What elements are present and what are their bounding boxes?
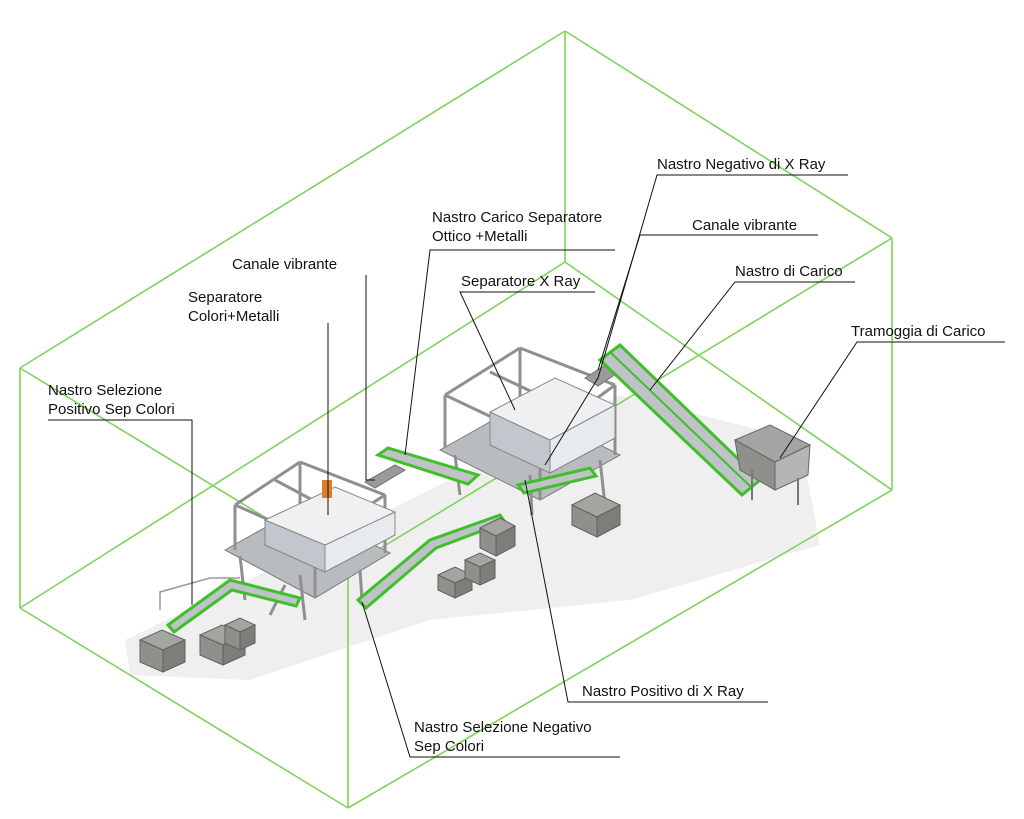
belt-carico-separatore xyxy=(374,446,481,486)
label-line: Separatore X Ray xyxy=(461,273,581,290)
label-canale-vibrante-right: Canale vibrante xyxy=(692,216,797,235)
collection-bins xyxy=(138,492,622,673)
label-nastro-positivo-xray: Nastro Positivo di X Ray xyxy=(582,682,744,701)
label-line: Canale vibrante xyxy=(232,256,338,273)
leader-nastro-di-carico xyxy=(649,281,855,391)
label-line: Canale vibrante xyxy=(692,217,798,234)
leader-nastro-sel-positivo xyxy=(48,419,193,605)
label-line: Separatore xyxy=(188,289,263,306)
enclosure-box xyxy=(19,30,893,809)
leader-nastro-carico-sep xyxy=(404,249,615,456)
bin xyxy=(198,624,247,666)
leader-canale-vibrante-right xyxy=(597,234,818,371)
label-nastro-selezione-negativo: Nastro Selezione Negativo Sep Colori xyxy=(414,718,592,756)
leader-nastro-sel-negativo xyxy=(361,601,620,758)
bin xyxy=(463,552,497,586)
label-tramoggia: Tramoggia di Carico xyxy=(851,322,986,341)
leader-lines xyxy=(48,174,1005,758)
leader-canale-vibrante-left xyxy=(365,275,375,481)
belt-selezione-positivo xyxy=(159,577,303,635)
bin xyxy=(138,629,187,673)
bin xyxy=(478,517,517,557)
floor-shadow xyxy=(125,395,820,680)
label-line: Ottico +Metalli xyxy=(432,228,528,245)
leader-tramoggia xyxy=(779,341,1005,459)
label-line: Positivo Sep Colori xyxy=(48,401,175,418)
label-canale-vibrante-left: Canale vibrante xyxy=(232,255,337,274)
bin xyxy=(436,566,474,599)
belt-negativo-xray xyxy=(515,466,599,495)
tramoggia-hopper xyxy=(733,424,812,505)
label-line: Nastro Carico Separatore xyxy=(432,209,603,226)
label-line: Tramoggia di Carico xyxy=(851,323,986,340)
label-separatore-xray: Separatore X Ray xyxy=(461,272,580,291)
label-line: Sep Colori xyxy=(414,738,485,755)
label-line: Nastro di Carico xyxy=(735,263,843,280)
label-line: Nastro Negativo di X Ray xyxy=(657,156,826,173)
label-nastro-carico-separatore: Nastro Carico Separatore Ottico +Metalli xyxy=(432,208,602,246)
label-line: Colori+Metalli xyxy=(188,308,280,325)
leader-separatore-xray xyxy=(459,291,595,411)
label-separatore-colori: Separatore Colori+Metalli xyxy=(188,288,279,326)
label-line: Nastro Selezione xyxy=(48,382,163,399)
label-line: Nastro Positivo di X Ray xyxy=(582,683,744,700)
leader-nastro-positivo-xray xyxy=(524,479,768,703)
label-nastro-negativo-xray: Nastro Negativo di X Ray xyxy=(657,155,825,174)
left-platform xyxy=(223,460,407,621)
label-nastro-selezione-positivo: Nastro Selezione Positivo Sep Colori xyxy=(48,381,175,419)
label-nastro-di-carico: Nastro di Carico xyxy=(735,262,843,281)
label-line: Nastro Selezione Negativo xyxy=(414,719,592,736)
bin xyxy=(223,617,257,651)
bin xyxy=(570,492,622,538)
